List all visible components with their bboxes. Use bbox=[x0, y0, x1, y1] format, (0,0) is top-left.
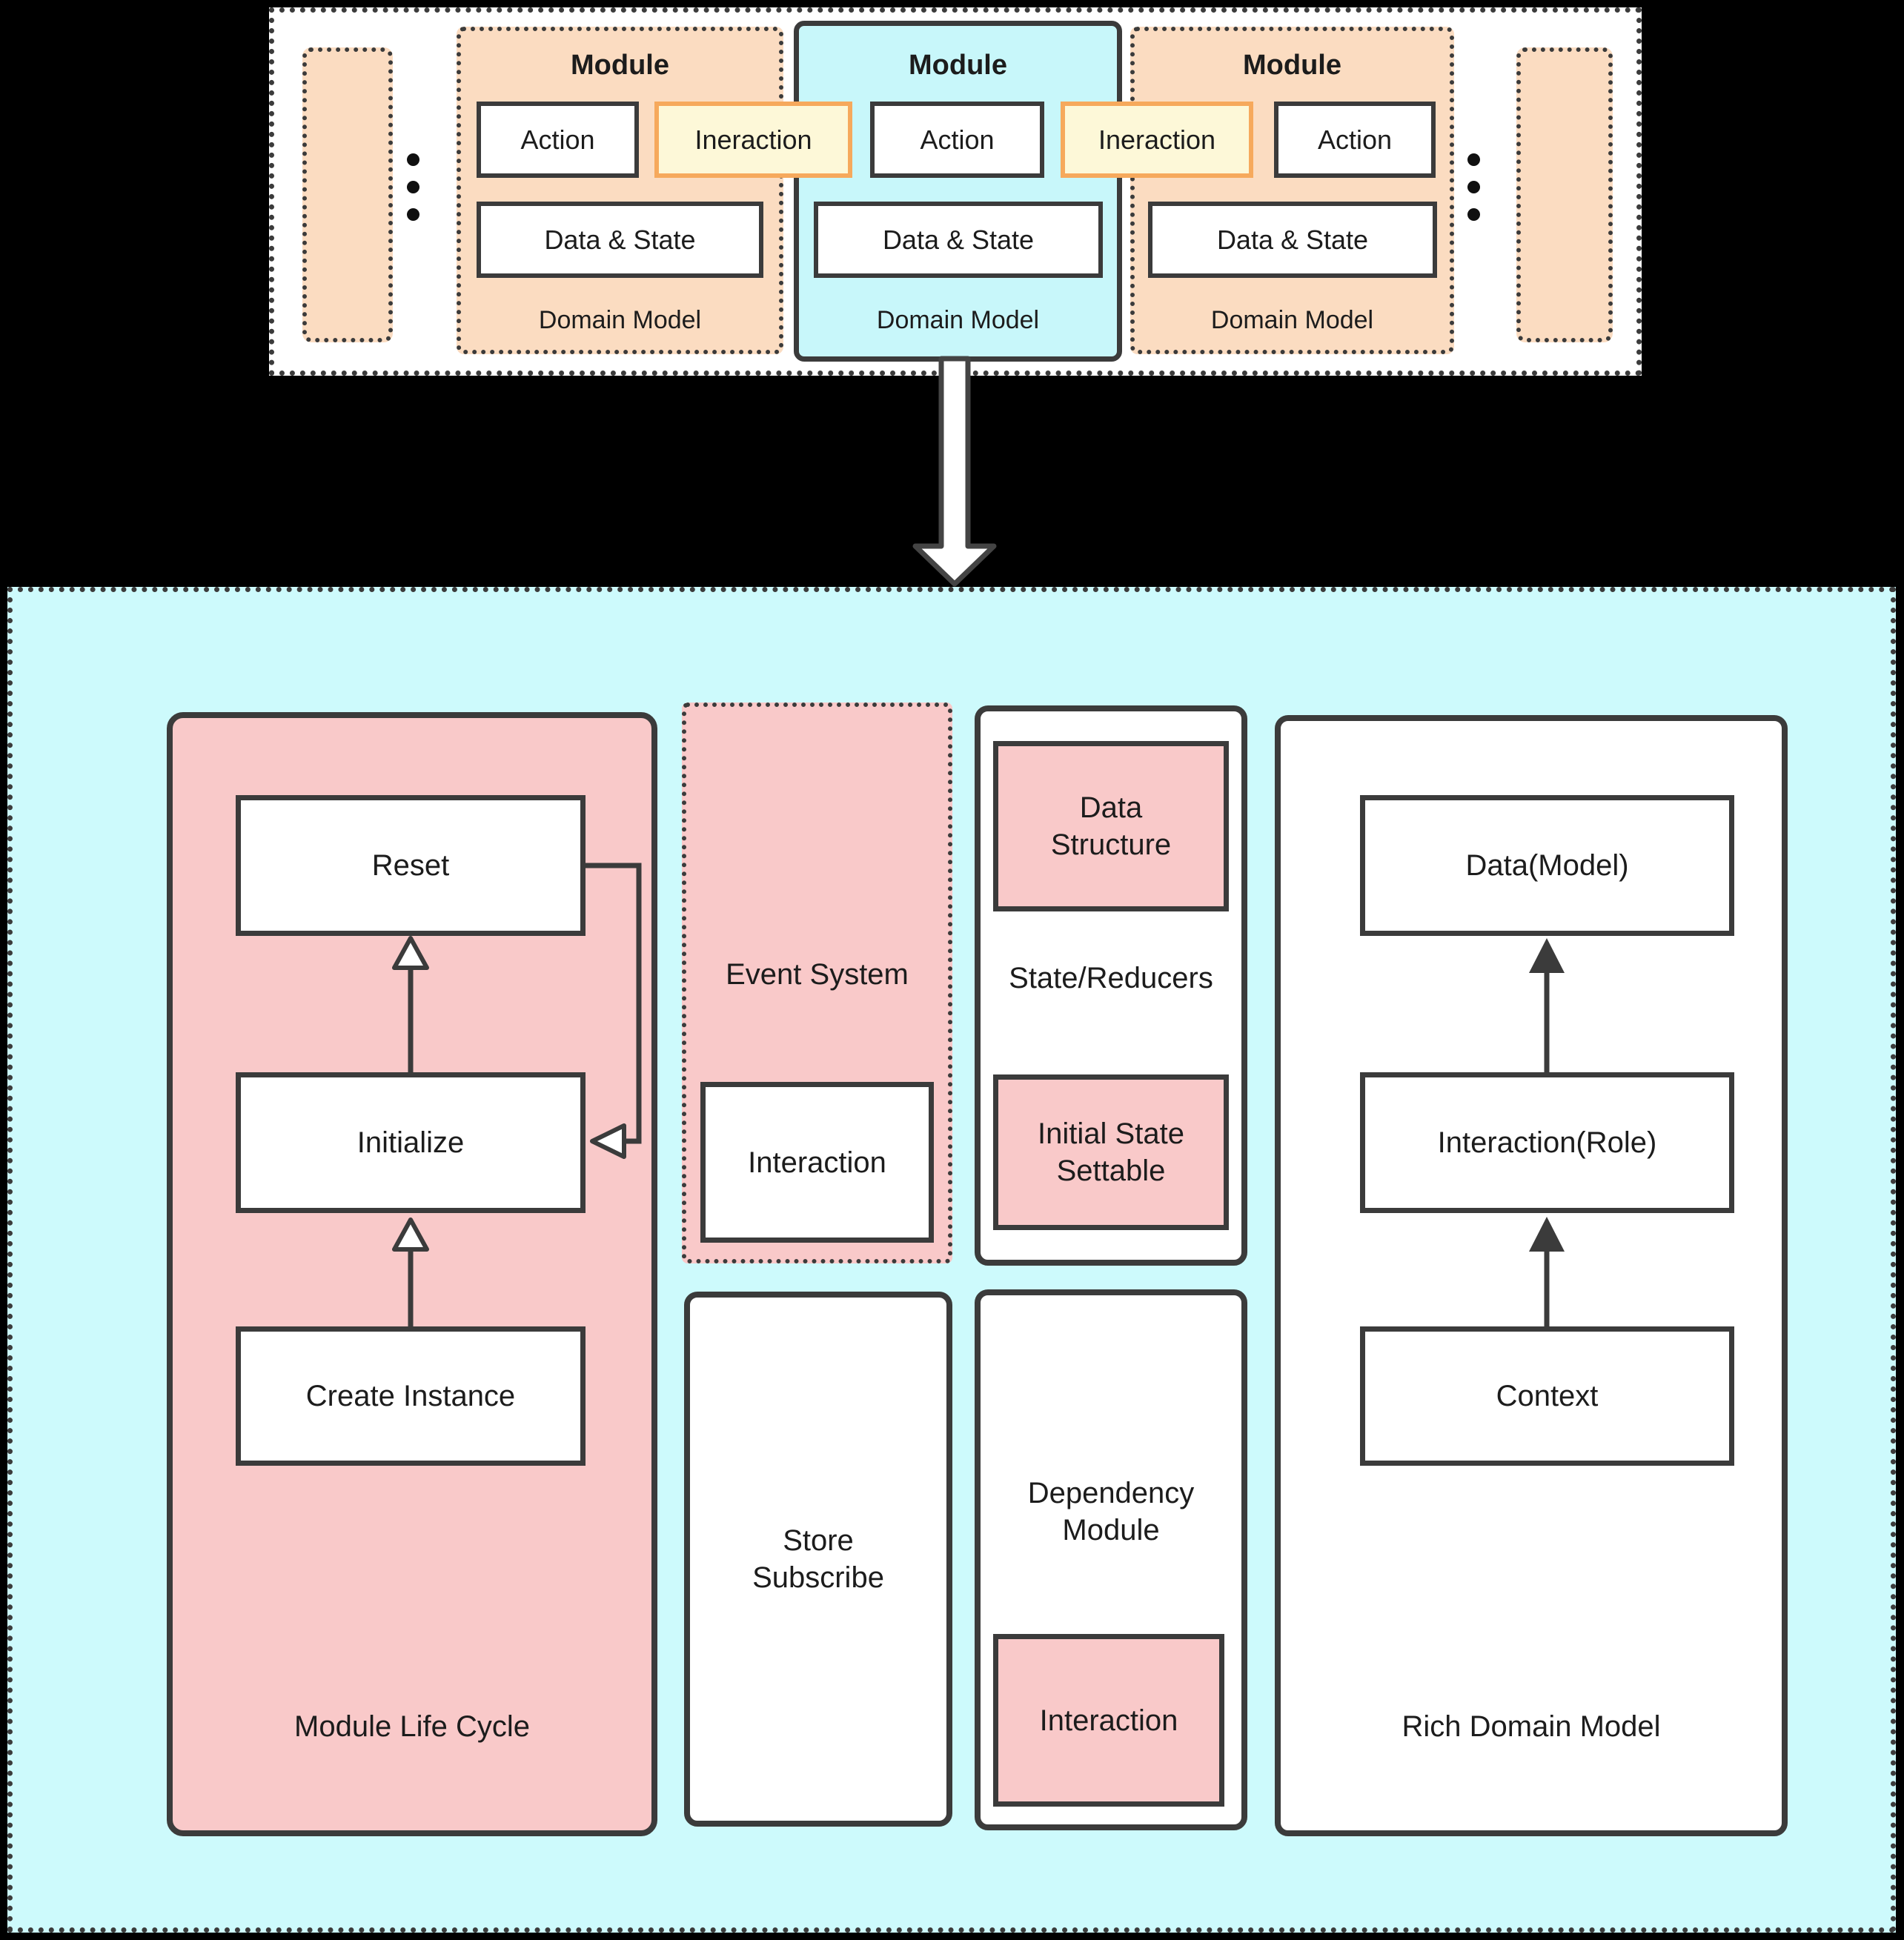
module-card-3 bbox=[1130, 27, 1454, 354]
event-system-label: Event System bbox=[726, 958, 909, 991]
vertical-ellipsis-left-icon bbox=[400, 148, 425, 230]
module-detail-down-arrow bbox=[912, 356, 997, 587]
module-3-action-box: Action bbox=[1274, 102, 1436, 178]
initial-state-settable-node: Initial State Settable bbox=[993, 1074, 1229, 1230]
ellipsis-dot bbox=[1467, 208, 1480, 221]
module-3-data-state-box: Data & State bbox=[1148, 202, 1437, 278]
data-structure-node: Data Structure bbox=[993, 741, 1229, 911]
module-placeholder-right bbox=[1516, 47, 1613, 342]
module-1-domain-model-label: Domain Model bbox=[538, 305, 702, 334]
module-1-data-state-box: Data & State bbox=[477, 202, 763, 278]
interaction-bridge-2: Ineraction bbox=[1061, 102, 1253, 178]
store-subscribe-label: Store Subscribe bbox=[752, 1524, 884, 1594]
reset-node: Reset bbox=[236, 795, 586, 936]
module-2-domain-model-label: Domain Model bbox=[876, 305, 1040, 334]
ellipsis-dot bbox=[407, 208, 419, 221]
ellipsis-dot bbox=[407, 181, 419, 193]
module-2-action-box: Action bbox=[870, 102, 1044, 178]
dependency-interaction-node: Interaction bbox=[993, 1634, 1224, 1807]
module-3-domain-model-label: Domain Model bbox=[1210, 305, 1374, 334]
module-2-title: Module bbox=[909, 50, 1007, 82]
rich-domain-model-label: Rich Domain Model bbox=[1402, 1710, 1661, 1743]
dependency-module-label: Dependency Module bbox=[975, 1471, 1247, 1552]
module-1-title: Module bbox=[571, 50, 669, 82]
dependency-module-label-text: Dependency Module bbox=[1027, 1477, 1195, 1547]
module-2-data-state-box: Data & State bbox=[814, 202, 1103, 278]
module-life-cycle-label: Module Life Cycle bbox=[294, 1710, 530, 1743]
ellipsis-dot bbox=[407, 153, 419, 166]
vertical-ellipsis-right-icon bbox=[1461, 148, 1486, 230]
event-system-interaction-node: Interaction bbox=[700, 1082, 934, 1243]
interaction-role-node: Interaction(Role) bbox=[1360, 1072, 1734, 1213]
state-reducers-label: State/Reducers bbox=[1009, 962, 1213, 994]
module-3-title: Module bbox=[1243, 50, 1341, 82]
module-1-action-box: Action bbox=[477, 102, 639, 178]
interaction-bridge-1: Ineraction bbox=[654, 102, 852, 178]
ellipsis-dot bbox=[1467, 181, 1480, 193]
data-structure-label: Data Structure bbox=[1050, 791, 1172, 861]
store-subscribe-box: Store Subscribe bbox=[684, 1292, 952, 1827]
initial-state-settable-label: Initial State Settable bbox=[1038, 1117, 1184, 1187]
module-placeholder-left bbox=[302, 47, 393, 342]
data-model-node: Data(Model) bbox=[1360, 795, 1734, 936]
initialize-node: Initialize bbox=[236, 1072, 586, 1213]
module-card-1 bbox=[457, 27, 783, 354]
context-node: Context bbox=[1360, 1326, 1734, 1466]
create-instance-node: Create Instance bbox=[236, 1326, 586, 1466]
ellipsis-dot bbox=[1467, 153, 1480, 166]
